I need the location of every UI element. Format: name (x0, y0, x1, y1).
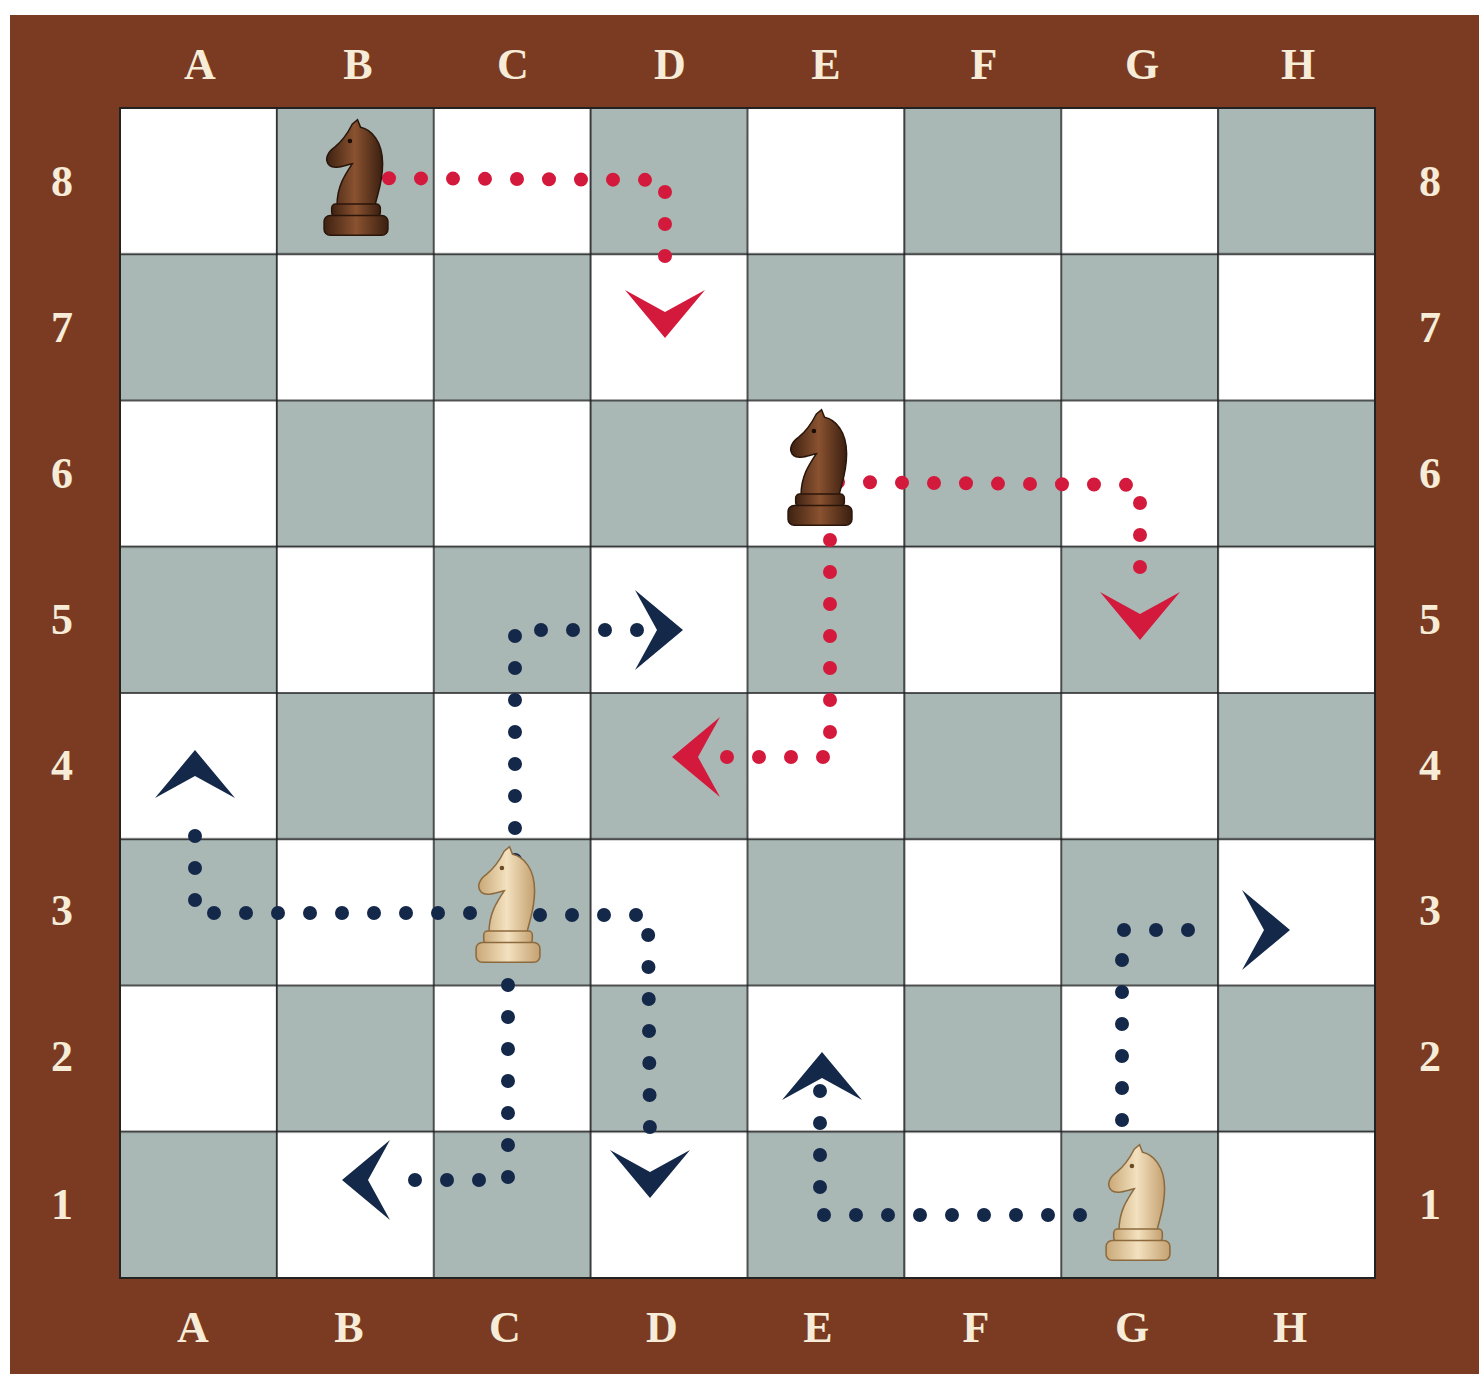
coordinate-label: A (177, 1306, 209, 1350)
coordinate-label: 8 (51, 160, 73, 204)
blue-dotted-paths (195, 630, 1220, 1215)
coordinate-label: 6 (1419, 452, 1441, 496)
coordinate-label: 5 (1419, 598, 1441, 642)
coordinate-label: 3 (1419, 889, 1441, 933)
coordinate-label: H (1273, 1306, 1307, 1350)
coordinate-label: 2 (1419, 1035, 1441, 1079)
coordinate-label: 5 (51, 598, 73, 642)
coordinate-label: E (803, 1306, 832, 1350)
coordinate-label: 3 (51, 889, 73, 933)
board-frame (10, 15, 1479, 1374)
coordinate-label: 7 (1419, 306, 1441, 350)
blue-arrowheads (155, 590, 1290, 1220)
coordinate-label: G (1125, 43, 1159, 87)
coordinate-label: C (497, 43, 529, 87)
coordinate-label: F (971, 43, 998, 87)
coordinate-label: B (334, 1306, 363, 1350)
red-arrowheads (625, 290, 1180, 797)
coordinate-label: 1 (51, 1183, 73, 1227)
coordinate-label: 4 (51, 744, 73, 788)
coordinate-label: D (646, 1306, 678, 1350)
coordinate-label: E (811, 43, 840, 87)
coordinate-label: 6 (51, 452, 73, 496)
red-dotted-paths (357, 178, 1140, 757)
coordinate-label: B (343, 43, 372, 87)
white-knight (476, 847, 540, 963)
white-knight (1106, 1145, 1170, 1261)
coordinate-label: H (1281, 43, 1315, 87)
coordinate-label: 4 (1419, 744, 1441, 788)
coordinate-label: C (489, 1306, 521, 1350)
coordinate-label: 2 (51, 1035, 73, 1079)
black-knight (324, 120, 388, 236)
coordinate-label: 1 (1419, 1183, 1441, 1227)
coordinate-label: F (963, 1306, 990, 1350)
board-squares (120, 108, 1375, 1278)
coordinate-label: D (654, 43, 686, 87)
coordinate-label: 8 (1419, 160, 1441, 204)
coordinate-label: A (184, 43, 216, 87)
black-knight (788, 410, 852, 526)
coordinate-label: G (1115, 1306, 1149, 1350)
coordinate-label: 7 (51, 306, 73, 350)
